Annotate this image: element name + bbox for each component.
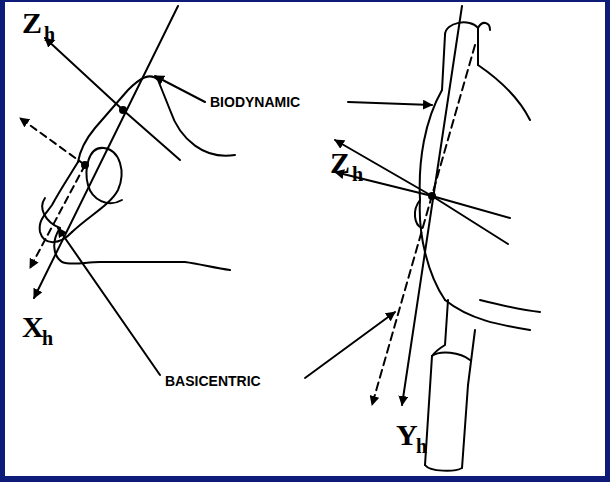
axis-letter: Z — [330, 148, 350, 178]
axis-subscript: h — [416, 436, 427, 456]
axis-letter: Z — [22, 8, 42, 38]
axis-type-label: BASICENTRIC — [165, 374, 261, 388]
axis-type-label: BIODYNAMIC — [210, 95, 300, 109]
axis-letter: Y — [396, 420, 418, 450]
axis-subscript: h — [42, 328, 53, 348]
axis-letter: X — [22, 312, 44, 342]
axis-subscript: h — [352, 164, 363, 184]
axis-subscript: h — [44, 24, 55, 44]
